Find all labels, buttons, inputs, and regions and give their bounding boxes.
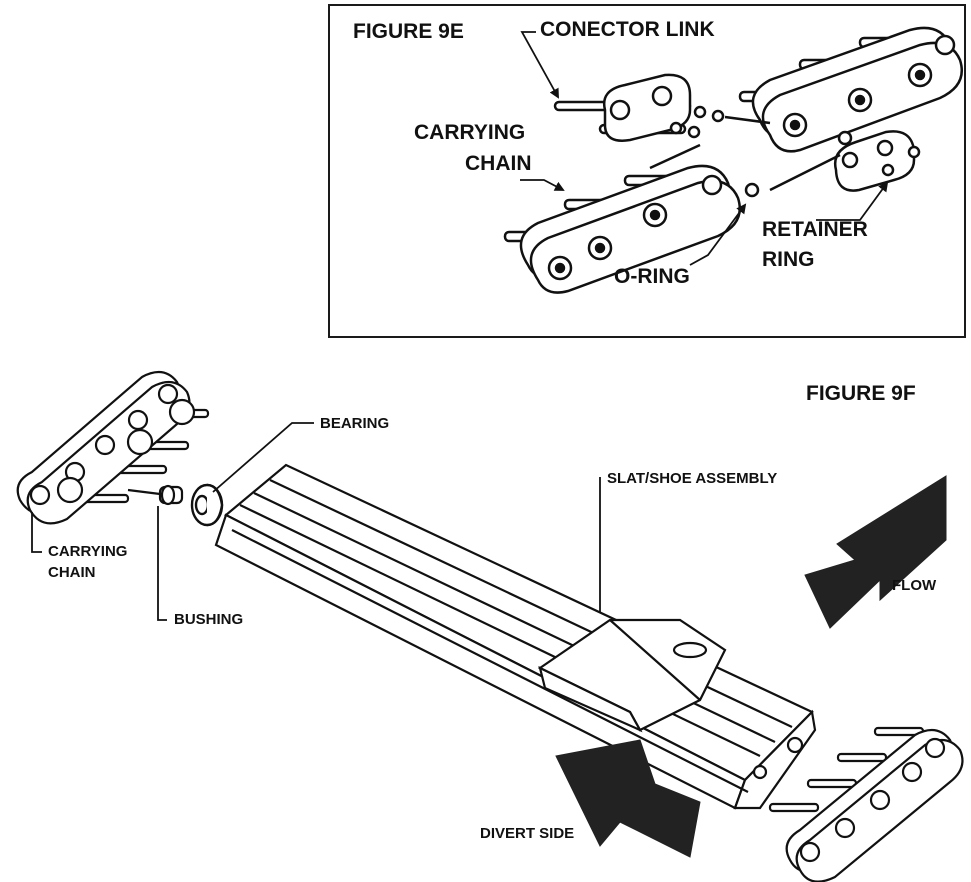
9f-leaders bbox=[31, 422, 601, 621]
bushing-label: BUSHING bbox=[174, 611, 244, 628]
9e-upper-chain bbox=[738, 26, 963, 153]
9f-right-chain bbox=[768, 726, 964, 882]
carrying-chain-9f-label-line2: CHAIN bbox=[48, 564, 96, 581]
retainer-ring-label-line1: RETAINER bbox=[762, 218, 868, 241]
figure-9e-title: FIGURE 9E bbox=[353, 20, 464, 43]
carrying-chain-label-line1: CARRYING bbox=[414, 121, 526, 144]
9f-left-chain bbox=[16, 370, 210, 525]
bearing-label: BEARING bbox=[320, 415, 390, 432]
figure-9f-title: FIGURE 9F bbox=[806, 382, 916, 405]
9e-lower-chain bbox=[503, 164, 741, 294]
carrying-chain-9f-label-line1: CARRYING bbox=[48, 543, 128, 560]
flow-arrow bbox=[804, 475, 947, 629]
retainer-ring-label-line2: RING bbox=[762, 248, 815, 271]
9f-slat-shoe-assembly bbox=[214, 463, 817, 810]
flow-label: FLOW bbox=[892, 577, 937, 594]
9f-bearing bbox=[190, 483, 224, 527]
divert-side-label: DIVERT SIDE bbox=[480, 825, 575, 842]
9e-connector-link bbox=[553, 73, 771, 142]
connector-link-label: CONECTOR LINK bbox=[540, 18, 715, 41]
9e-retainer-parts bbox=[649, 130, 921, 198]
divert-side-arrow bbox=[555, 739, 701, 858]
carrying-chain-label-line2: CHAIN bbox=[465, 152, 532, 175]
slat-shoe-assembly-label: SLAT/SHOE ASSEMBLY bbox=[607, 470, 778, 487]
9f-bushing bbox=[127, 484, 184, 506]
9e-leaders bbox=[520, 31, 889, 266]
o-ring-label: O-RING bbox=[614, 265, 690, 288]
